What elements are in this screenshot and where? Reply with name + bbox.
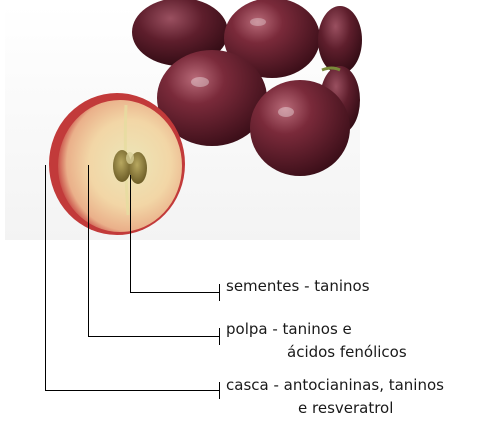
grape-stem — [321, 66, 341, 72]
whole-grape — [132, 0, 228, 66]
label-sementes: sementes - taninos — [226, 277, 370, 295]
whole-grape — [318, 6, 362, 74]
grape-cluster — [132, 0, 362, 176]
label-polpa-line2: ácidos fenólicos — [287, 343, 407, 361]
label-casca-line2: e resveratrol — [298, 399, 394, 417]
whole-grape — [250, 80, 350, 176]
label-polpa-line1: polpa - taninos e — [226, 320, 352, 338]
leader-line-casca — [45, 165, 220, 391]
label-casca-line1: casca - antocianinas, taninos — [226, 376, 444, 394]
leader-lines — [45, 165, 220, 399]
halved-grape — [49, 93, 185, 235]
whole-grape — [157, 50, 267, 146]
whole-grape — [224, 0, 320, 78]
leader-line-polpa — [88, 165, 220, 337]
leader-line-sementes — [130, 175, 220, 293]
